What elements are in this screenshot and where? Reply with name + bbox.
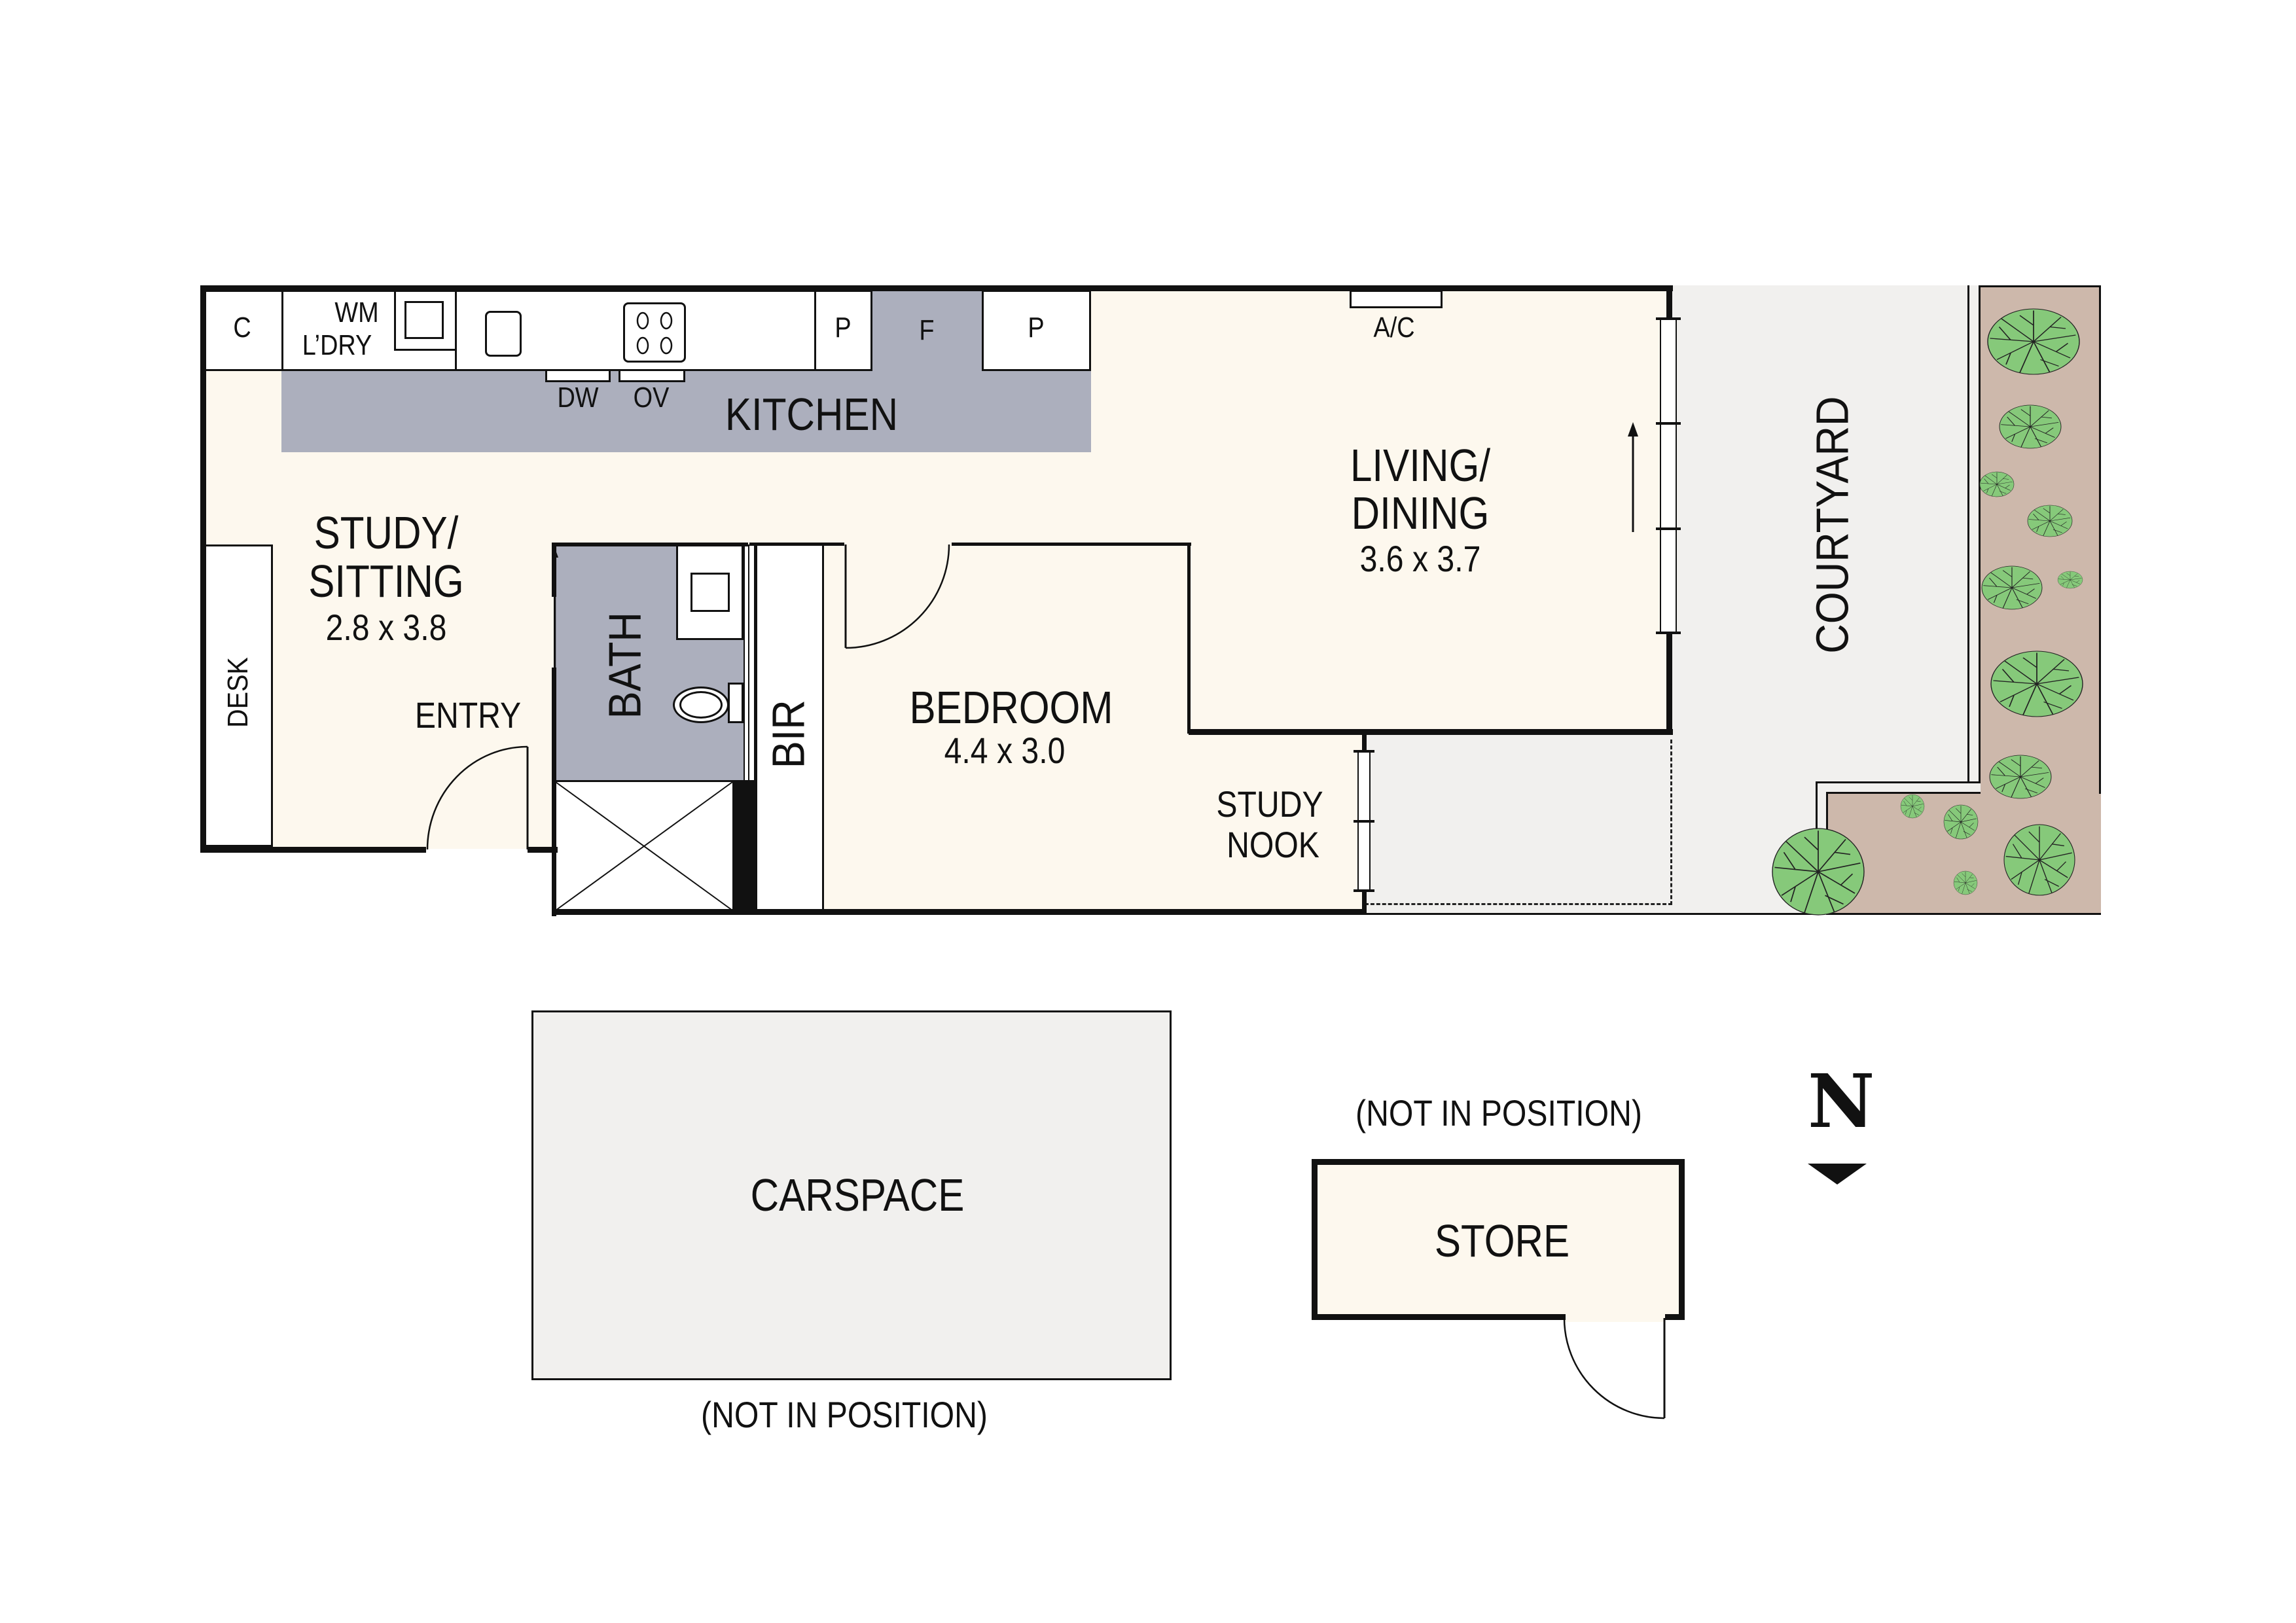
shower-cross	[555, 781, 733, 911]
study-label-line1: STUDY/	[314, 507, 459, 558]
kitchen-area	[281, 369, 1091, 452]
wall-top	[200, 285, 1673, 291]
study-label-line2: SITTING	[308, 556, 464, 607]
living-dimensions: 3.6 x 3.7	[1359, 538, 1481, 579]
study-nook-label-line1: STUDY	[1216, 783, 1323, 825]
wall-bottom	[552, 909, 1367, 915]
courtyard-label: COURTYARD	[1806, 396, 1858, 654]
wall-study-bottom-right	[528, 847, 558, 853]
plant-13	[2003, 824, 2075, 896]
wall-bath-top	[552, 543, 748, 546]
plant-6	[2057, 571, 2083, 589]
courtyard-lower-paving	[1365, 732, 1823, 915]
kitchen-label: KITCHEN	[725, 389, 899, 440]
study-nook-label-line2: NOOK	[1227, 824, 1319, 865]
toilet-seat	[679, 691, 723, 719]
bir-label: BIR	[762, 700, 814, 769]
living-sliding-door[interactable]	[1660, 319, 1677, 633]
sliding-door-jamb-4	[1656, 632, 1681, 634]
entry-label: ENTRY	[414, 694, 522, 736]
carspace	[531, 1010, 1172, 1380]
sink	[485, 311, 522, 357]
plant-5	[1981, 565, 2043, 610]
air-conditioner	[1350, 290, 1443, 308]
wall-bedroom-living-divider	[1187, 543, 1191, 734]
north-label: N	[1808, 1059, 1875, 1145]
laundry-label: L’DRY	[302, 329, 372, 361]
shower-wall	[734, 780, 754, 912]
built-in-robe	[754, 544, 824, 912]
washing-machine-label: WM	[334, 296, 379, 329]
desk-label: DESK	[221, 657, 254, 728]
nook-window-jamb-1	[1354, 750, 1374, 753]
sliding-door-jamb-2	[1656, 422, 1681, 425]
plant-3	[1979, 471, 2015, 497]
fridge-label: F	[919, 314, 935, 346]
store	[1312, 1159, 1685, 1320]
pantry-1	[814, 290, 872, 371]
plant-10	[1900, 794, 1925, 819]
plant-9	[1772, 828, 1865, 916]
nook-window-jamb-2	[1354, 820, 1374, 823]
store-note: (NOT IN POSITION)	[1355, 1092, 1642, 1133]
living-label-line2: DINING	[1351, 488, 1490, 539]
sliding-door-jamb-3	[1656, 527, 1681, 530]
garden-border	[1969, 285, 1981, 789]
cooktop-burners	[636, 312, 673, 355]
bedroom-label: BEDROOM	[909, 682, 1113, 733]
sliding-door-jamb-1	[1656, 317, 1681, 320]
wall-living-bottom	[1189, 729, 1673, 735]
store-label: STORE	[1434, 1215, 1570, 1266]
living-label-line1: LIVING/	[1350, 440, 1491, 491]
basin	[691, 573, 730, 612]
pantry-1-label: P	[834, 312, 852, 344]
entry-door[interactable]	[424, 743, 532, 851]
fridge-recess	[870, 290, 983, 372]
plant-7	[1990, 651, 2083, 717]
study-dimensions: 2.8 x 3.8	[325, 607, 447, 648]
plant-2	[1999, 404, 2062, 449]
carspace-note: (NOT IN POSITION)	[701, 1394, 988, 1435]
wall-left	[200, 285, 206, 853]
bedroom-dimensions: 4.4 x 3.0	[944, 730, 1066, 771]
plant-1	[1987, 308, 2080, 375]
study-nook-dashed-outline	[1365, 740, 1672, 905]
store-doorway	[1566, 1313, 1665, 1322]
store-door[interactable]	[1563, 1317, 1668, 1421]
cupboard-label: C	[233, 312, 251, 344]
oven-panel	[619, 369, 685, 382]
wall-bedroom-top-right	[952, 543, 1191, 546]
plant-11	[1943, 804, 1979, 840]
sliding-door-arrow-icon	[1628, 422, 1638, 532]
wall-study-bottom-left	[200, 847, 426, 853]
wall-bath-left-lower	[552, 668, 556, 916]
air-conditioner-label: A/C	[1373, 312, 1415, 344]
toilet-cistern	[728, 683, 744, 723]
bath-partition	[744, 544, 749, 780]
carspace-label: CARSPACE	[750, 1169, 965, 1221]
plant-12	[1953, 870, 1978, 895]
plant-4	[2027, 505, 2073, 537]
washing-machine-lid	[404, 301, 444, 339]
bath-label: BATH	[599, 612, 651, 719]
wall-bath-left	[552, 544, 556, 597]
north-arrow-icon	[1808, 1164, 1867, 1185]
pantry-2-label: P	[1028, 312, 1045, 344]
plant-8	[1989, 755, 2052, 799]
oven-label: OV	[633, 382, 670, 414]
cooktop	[623, 302, 686, 363]
bedroom-door[interactable]	[843, 543, 954, 654]
dishwasher	[545, 369, 611, 382]
bath-door-arrow-icon	[552, 548, 558, 673]
dishwasher-label: DW	[557, 382, 599, 414]
wall-bedroom-top-left	[749, 543, 844, 546]
nook-window-jamb-3	[1354, 889, 1374, 892]
desk	[204, 544, 273, 847]
